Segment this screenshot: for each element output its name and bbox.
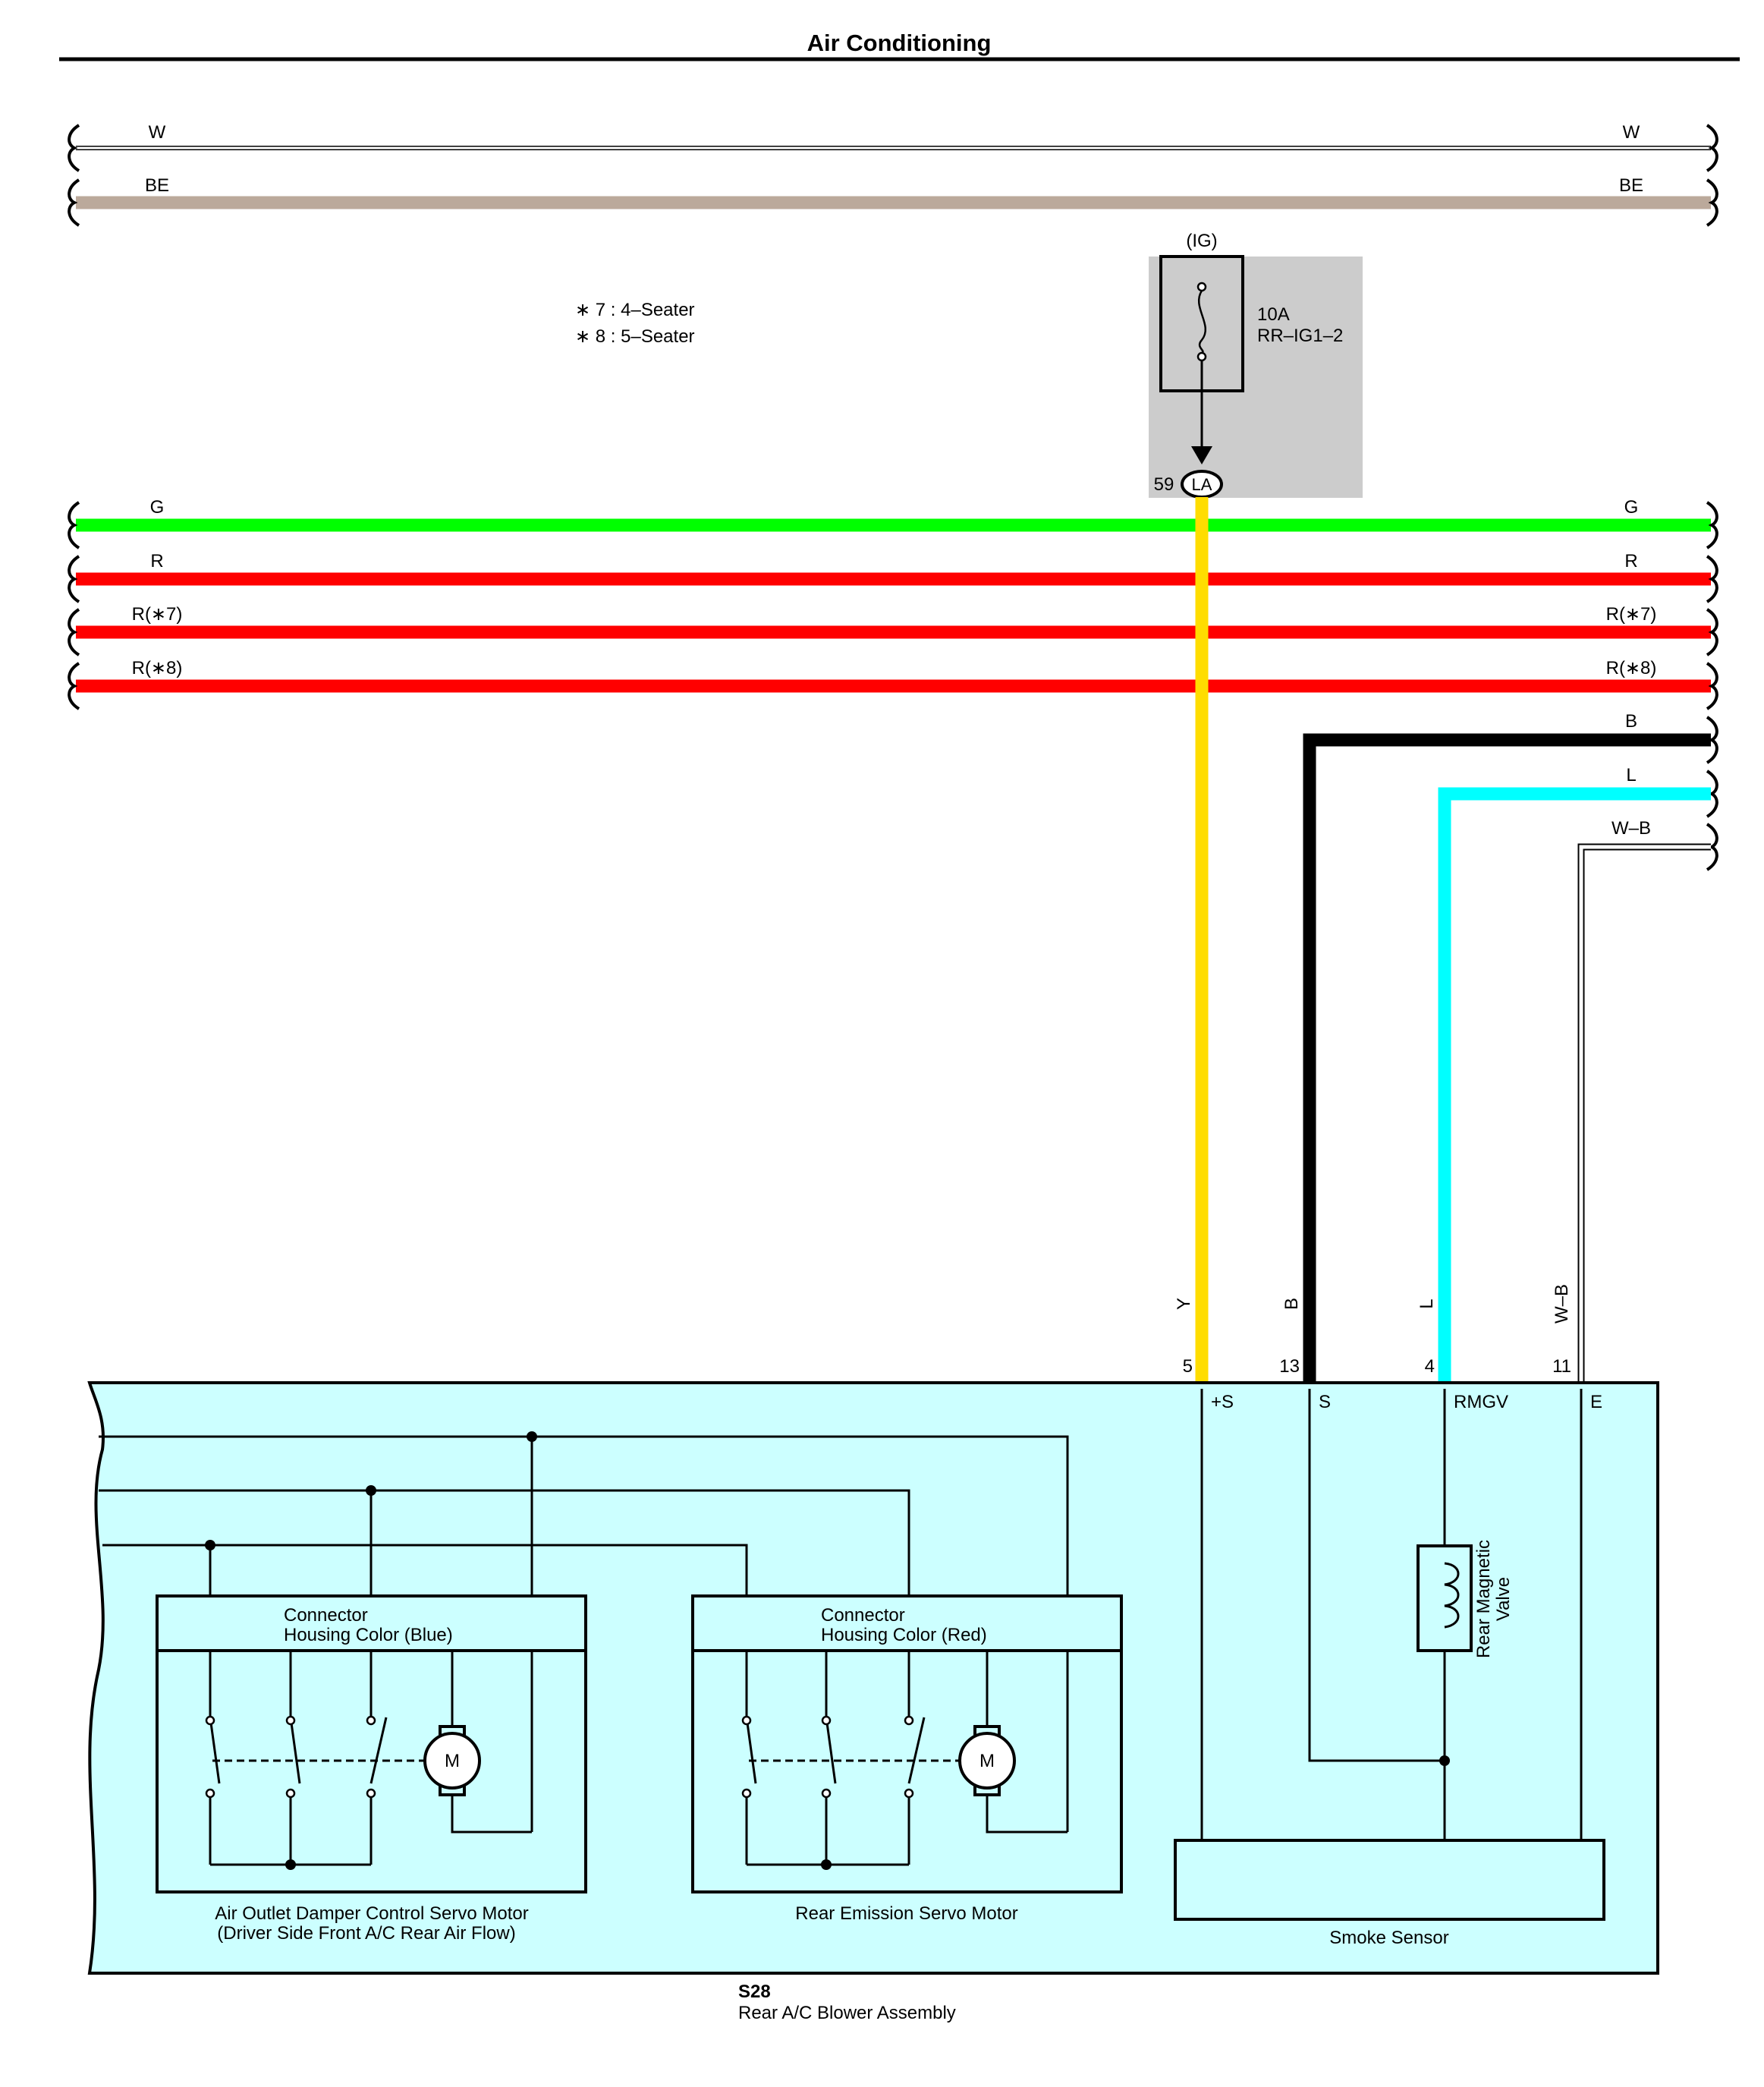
wire-break-marks-mid	[68, 501, 1718, 871]
wire-label-w-right: W	[1623, 122, 1640, 143]
servo-1-caption-line1: Air Outlet Damper Control Servo Motor	[215, 1903, 528, 1924]
wire-b	[1303, 733, 1711, 1383]
terminal-wire-color-y: Y	[1174, 1298, 1194, 1310]
wire-label-r8-left: R(∗8)	[132, 658, 183, 678]
bus-junction-dots	[205, 1431, 537, 1550]
wire-label-be-left: BE	[145, 175, 169, 196]
terminal-name-s: S	[1319, 1392, 1331, 1412]
smoke-sensor	[1174, 1839, 1605, 1921]
servo-motor-1	[156, 1594, 587, 1893]
wire-label-be-right: BE	[1619, 175, 1643, 196]
wire-label-b-right: B	[1625, 711, 1637, 732]
wire-label-l-right: L	[1626, 765, 1636, 785]
fuse-arrow-icon	[1191, 446, 1212, 464]
valve-coil-icon	[1444, 1562, 1460, 1629]
terminal-wire-color-l: L	[1417, 1298, 1437, 1308]
note-5-seater: ∗ 8 : 5–Seater	[575, 326, 695, 347]
wire-label-wb-right: W–B	[1611, 818, 1651, 839]
servo-1-connector-line1: Connector	[284, 1605, 368, 1626]
valve-label-line2: Valve	[1493, 1577, 1514, 1621]
wire-label-r7-left: R(∗7)	[132, 604, 183, 625]
motor-1-symbol: M	[445, 1751, 460, 1771]
valve-label-line1: Rear Magnetic	[1473, 1540, 1494, 1658]
wire-l	[1438, 787, 1711, 1383]
smoke-sensor-wiring	[1200, 1389, 1583, 1840]
assembly-name: Rear A/C Blower Assembly	[738, 2003, 956, 2023]
wire-break-marks-top	[68, 124, 1718, 227]
pin-5: 5	[1183, 1356, 1193, 1377]
pin-13: 13	[1279, 1356, 1300, 1377]
assembly-body	[87, 1381, 1659, 1975]
terminal-name-plus-s: +S	[1211, 1392, 1234, 1412]
servo-2-connector-line2: Housing Color (Red)	[821, 1625, 987, 1645]
assembly-code: S28	[738, 1982, 771, 2002]
pin-11: 11	[1552, 1356, 1571, 1377]
terminal-wire-color-wb: W–B	[1552, 1284, 1572, 1324]
rear-magnetic-valve	[1417, 1544, 1473, 1652]
servo-motor-2	[691, 1594, 1123, 1893]
connector-la-label: LA	[1192, 475, 1212, 494]
terminal-name-rmgv: RMGV	[1454, 1392, 1508, 1412]
wire-label-r8-right: R(∗8)	[1606, 658, 1657, 678]
fuse-box-shade	[1149, 257, 1363, 498]
terminal-name-e: E	[1590, 1392, 1602, 1412]
wire-label-r-left: R	[150, 551, 163, 571]
motor-2-symbol: M	[979, 1751, 995, 1771]
servo-1-connector-line2: Housing Color (Blue)	[284, 1625, 453, 1645]
wire-label-r7-right: R(∗7)	[1606, 604, 1657, 625]
terminal-wire-color-b: B	[1281, 1298, 1302, 1310]
servo-1-caption-line2: (Driver Side Front A/C Rear Air Flow)	[217, 1923, 515, 1944]
junction-dot	[1439, 1755, 1450, 1766]
motor-1-icon	[423, 1732, 481, 1790]
connector-la-pin: 59	[1154, 474, 1174, 495]
pin-4: 4	[1425, 1356, 1435, 1377]
wire-wb	[1577, 843, 1711, 1383]
wire-label-g-left: G	[150, 497, 165, 518]
wire-label-r-right: R	[1624, 551, 1637, 571]
fuse-name: RR–IG1–2	[1257, 326, 1343, 346]
fuse-source-label: (IG)	[1186, 231, 1217, 251]
motor-2-icon	[958, 1732, 1016, 1790]
fuse-rating: 10A	[1257, 304, 1290, 325]
servo-2-caption: Rear Emission Servo Motor	[795, 1903, 1017, 1924]
page-title: Air Conditioning	[807, 30, 992, 56]
servo-2-connector-line1: Connector	[821, 1605, 905, 1626]
smoke-sensor-label: Smoke Sensor	[1329, 1928, 1448, 1948]
note-4-seater: ∗ 7 : 4–Seater	[575, 300, 695, 320]
wire-label-w-left: W	[149, 122, 166, 143]
wire-label-g-right: G	[1624, 497, 1639, 518]
